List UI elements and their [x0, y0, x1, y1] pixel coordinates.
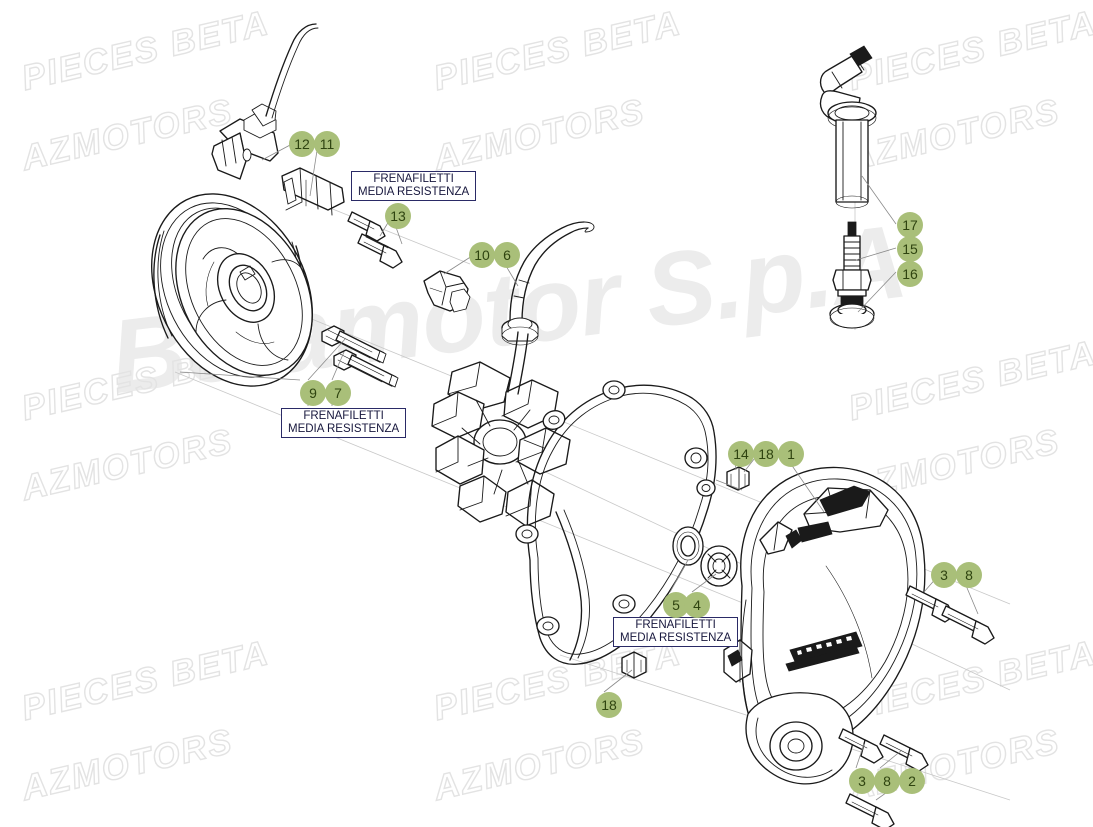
clutch-cover-gasket: [515, 380, 717, 665]
note-line-2: MEDIA RESISTENZA: [288, 422, 400, 435]
spark-plug-cap: [819, 45, 877, 209]
cover-bolts-right: [905, 585, 995, 645]
note-line-1: FRENAFILETTI: [303, 410, 384, 422]
spark-plug-washer: [829, 303, 875, 329]
beta-logo-badge: [785, 631, 863, 672]
callout-6[interactable]: 6: [494, 242, 520, 268]
cable-clamp: [423, 270, 471, 313]
o-ring: [672, 526, 704, 566]
oil-seal-sleeve: [700, 545, 738, 587]
dowel-pin: [621, 651, 647, 679]
callout-16[interactable]: 16: [897, 261, 923, 287]
dowel-bush: [726, 466, 750, 491]
flywheel-rotor: [151, 193, 313, 387]
callout-10[interactable]: 10: [469, 242, 495, 268]
note-line-1: FRENAFILETTI: [373, 173, 454, 185]
callout-2[interactable]: 2: [899, 768, 925, 794]
callout-4[interactable]: 4: [684, 592, 710, 618]
note-line-1: FRENAFILETTI: [635, 619, 716, 631]
pickup-screw: [347, 211, 403, 269]
callout-18b[interactable]: 18: [596, 692, 622, 718]
callout-3a[interactable]: 3: [931, 562, 957, 588]
stator-wire-guide: [501, 221, 595, 346]
callout-17[interactable]: 17: [897, 212, 923, 238]
callout-7[interactable]: 7: [325, 380, 351, 406]
callout-8b[interactable]: 8: [874, 768, 900, 794]
pickup-coil-body: [281, 167, 345, 216]
callout-13[interactable]: 13: [385, 203, 411, 229]
note-line-2: MEDIA RESISTENZA: [620, 631, 732, 644]
callout-18a[interactable]: 18: [753, 441, 779, 467]
callout-14[interactable]: 14: [728, 441, 754, 467]
note-line-2: MEDIA RESISTENZA: [358, 185, 470, 198]
callout-11[interactable]: 11: [314, 131, 340, 157]
callout-15[interactable]: 15: [897, 236, 923, 262]
stator-assembly: [431, 331, 590, 661]
callout-1[interactable]: 1: [778, 441, 804, 467]
pickup-sensor-assembly: [211, 23, 319, 180]
callout-12[interactable]: 12: [289, 131, 315, 157]
cover-bolts-bottom: [838, 728, 929, 827]
stator-screws: [321, 325, 399, 388]
callout-3b[interactable]: 3: [849, 768, 875, 794]
clutch-cover: [723, 466, 926, 785]
callout-8a[interactable]: 8: [956, 562, 982, 588]
callout-9[interactable]: 9: [300, 380, 326, 406]
